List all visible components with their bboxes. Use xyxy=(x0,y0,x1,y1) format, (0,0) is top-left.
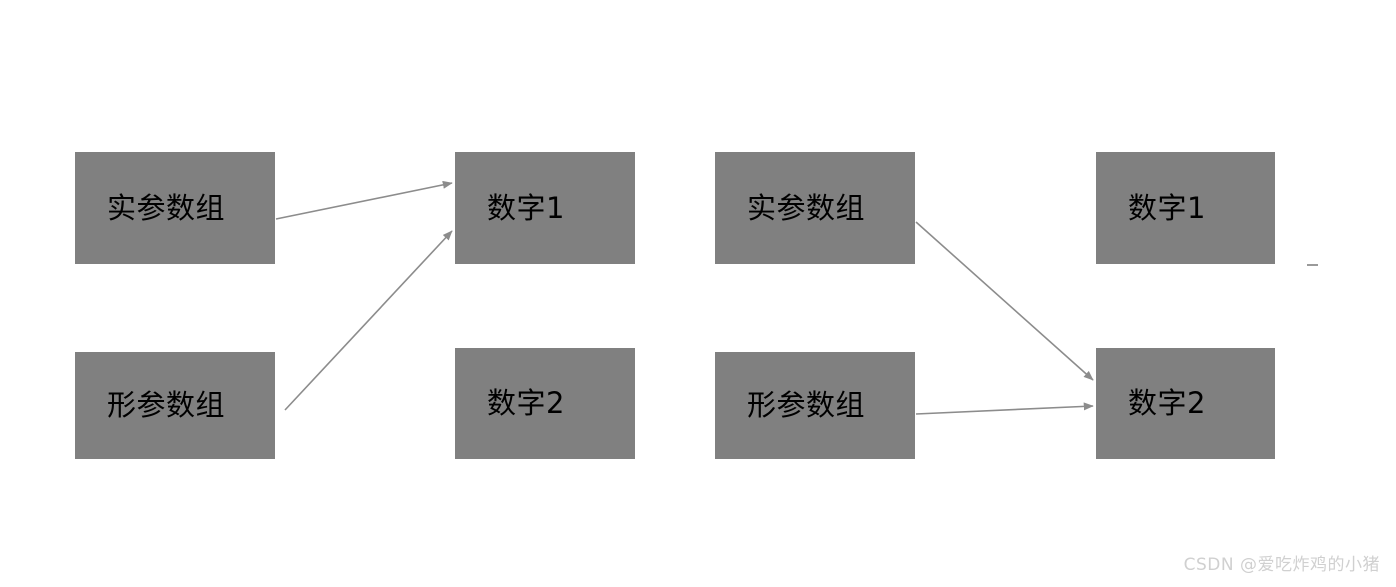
edge-left-edge-formal-to-num1 xyxy=(284,230,453,411)
edge-left-edge-actual-to-num1 xyxy=(275,180,453,220)
node-right-actual-array[interactable]: 实参数组 xyxy=(715,152,915,264)
watermark-text: CSDN @爱吃炸鸡的小猪 xyxy=(1183,555,1380,575)
node-label: 数字2 xyxy=(487,386,565,420)
edge-right-edge-actual-to-num2 xyxy=(915,221,1094,381)
stray-dash-mark xyxy=(1307,264,1318,266)
node-label: 数字1 xyxy=(1128,190,1206,225)
node-left-number-2[interactable]: 数字2 xyxy=(455,348,635,459)
node-label: 实参数组 xyxy=(747,190,866,225)
edge-right-edge-formal-to-num2 xyxy=(915,402,1094,415)
node-label: 形参数组 xyxy=(747,388,866,422)
node-right-formal-array[interactable]: 形参数组 xyxy=(715,352,915,459)
node-right-number-2[interactable]: 数字2 xyxy=(1096,348,1275,459)
node-label: 形参数组 xyxy=(107,388,226,422)
node-label: 数字2 xyxy=(1128,386,1206,420)
node-label: 实参数组 xyxy=(107,190,226,225)
node-left-formal-array[interactable]: 形参数组 xyxy=(75,352,275,459)
node-label: 数字1 xyxy=(487,190,565,225)
node-left-number-1[interactable]: 数字1 xyxy=(455,152,635,264)
node-left-actual-array[interactable]: 实参数组 xyxy=(75,152,275,264)
node-right-number-1[interactable]: 数字1 xyxy=(1096,152,1275,264)
